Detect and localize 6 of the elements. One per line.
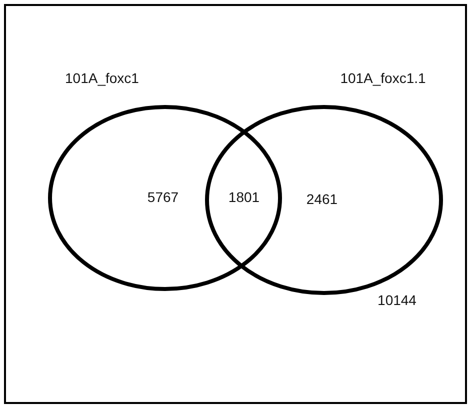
set-name: 101A_foxc1.1 [340, 70, 426, 86]
count-value: 10144 [378, 292, 416, 308]
set-name: 101A_foxc1 [65, 70, 139, 86]
count-value: 2461 [306, 191, 338, 207]
count-value: 1801 [228, 189, 260, 205]
count-value: 5767 [147, 189, 179, 205]
